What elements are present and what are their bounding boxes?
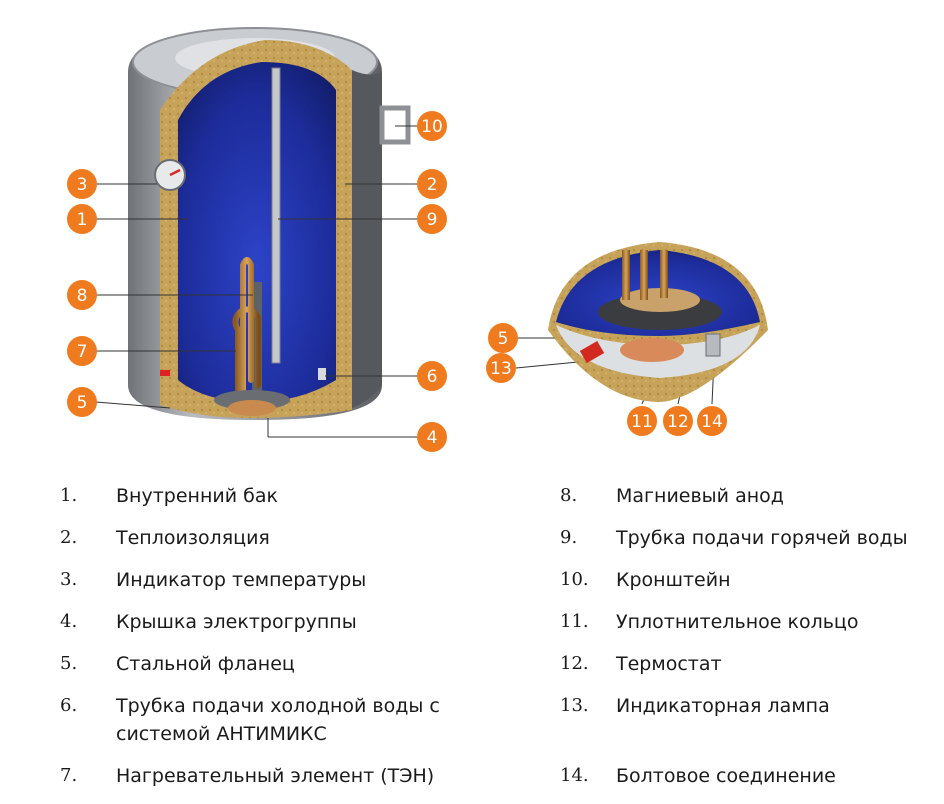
legend-number: 7. (60, 762, 116, 790)
cold-water-pipe (318, 368, 326, 380)
legend-number: 12. (560, 650, 616, 678)
legend-number: 11. (560, 608, 616, 636)
temperature-indicator (155, 160, 185, 190)
hot-water-pipe (272, 68, 280, 363)
legend-text: Индикаторная лампа (616, 692, 920, 720)
legend-text: Крышка электрогруппы (116, 608, 530, 636)
detail-thermostat (620, 338, 684, 362)
legend-number: 2. (60, 524, 116, 552)
callout-badge: 3 (67, 169, 97, 199)
legend-item: 2. Теплоизоляция (60, 524, 530, 552)
legend-item: 7. Нагревательный элемент (ТЭН) (60, 762, 530, 790)
legend-item: 11. Уплотнительное кольцо (560, 608, 920, 636)
legend-number: 1. (60, 482, 116, 510)
callout-badge: 11 (627, 406, 657, 436)
legend-item: 6. Трубка подачи холодной воды с системо… (60, 692, 530, 748)
callout-badge: 5 (67, 387, 97, 417)
legend-item: 14. Болтовое соединение (560, 762, 920, 790)
callout-number: 10 (421, 117, 443, 137)
legend-text: Кронштейн (616, 566, 920, 594)
legend-number: 3. (60, 566, 116, 594)
legend-text: Нагревательный элемент (ТЭН) (116, 762, 530, 790)
legend-text: Болтовое соединение (616, 762, 920, 790)
callout-badge: 10 (417, 111, 447, 141)
water-heater-tank (128, 28, 408, 420)
callout-number: 4 (427, 428, 438, 448)
callout-badge: 1 (67, 204, 97, 234)
detail-bolt (706, 334, 720, 356)
legend-text: Уплотнительное кольцо (616, 608, 920, 636)
callout-number: 14 (701, 412, 723, 432)
callout-badge: 8 (67, 280, 97, 310)
wall-bracket (382, 108, 408, 142)
flange-detail-zoom (548, 242, 768, 402)
callout-number: 1 (77, 210, 88, 230)
water-heater-diagram: 10 3 2 1 9 8 7 6 5 4 5 13 11 12 14 (0, 0, 944, 470)
callout-badge: 12 (663, 406, 693, 436)
legend-item: 10. Кронштейн (560, 566, 920, 594)
callout-number: 5 (77, 393, 88, 413)
callout-number: 2 (427, 175, 438, 195)
callout-number: 5 (498, 329, 509, 349)
legend-number: 13. (560, 692, 616, 720)
legend-text: Внутренний бак (116, 482, 530, 510)
callout-number: 7 (77, 342, 88, 362)
legend-number: 9. (560, 524, 616, 552)
legend-number: 14. (560, 762, 616, 790)
callout-badge: 13 (486, 353, 516, 383)
legend-text: Термостат (616, 650, 920, 678)
legend-item: 1. Внутренний бак (60, 482, 530, 510)
legend-item: 3. Индикатор температуры (60, 566, 530, 594)
callout-number: 3 (77, 175, 88, 195)
callout-number: 6 (427, 367, 438, 387)
callout-badge: 6 (417, 361, 447, 391)
legend-number: 5. (60, 650, 116, 678)
legend-right-column: 8. Магниевый анод 9. Трубка подачи горяч… (560, 482, 920, 804)
legend-item: 5. Стальной фланец (60, 650, 530, 678)
legend-item: 12. Термостат (560, 650, 920, 678)
legend-number: 6. (60, 692, 116, 748)
legend-text: Трубка подачи горячей воды (616, 524, 920, 552)
legend-item: 4. Крышка электрогруппы (60, 608, 530, 636)
legend-number: 4. (60, 608, 116, 636)
legend-left-column: 1. Внутренний бак 2. Теплоизоляция 3. Ин… (60, 482, 530, 804)
legend-text: Теплоизоляция (116, 524, 530, 552)
legend-item: 13. Индикаторная лампа (560, 692, 920, 720)
legend-number: 10. (560, 566, 616, 594)
callout-badge: 14 (697, 406, 727, 436)
legend-text: Стальной фланец (116, 650, 530, 678)
callout-number: 8 (77, 286, 88, 306)
callout-number: 9 (427, 210, 438, 230)
callout-number: 13 (490, 359, 512, 379)
legend-text: Магниевый анод (616, 482, 920, 510)
callout-badge: 9 (417, 204, 447, 234)
callout-number: 12 (667, 412, 689, 432)
legend-item: 8. Магниевый анод (560, 482, 920, 510)
callout-badge: 4 (417, 422, 447, 452)
legend-number: 8. (560, 482, 616, 510)
legend-text: Трубка подачи холодной воды с системой А… (116, 692, 530, 748)
callout-number: 11 (631, 412, 653, 432)
legend-text: Индикатор температуры (116, 566, 530, 594)
callout-badge: 7 (67, 336, 97, 366)
callout-badge: 5 (488, 323, 518, 353)
legend-item: 9. Трубка подачи горячей воды (560, 524, 920, 552)
callout-badge: 2 (417, 169, 447, 199)
